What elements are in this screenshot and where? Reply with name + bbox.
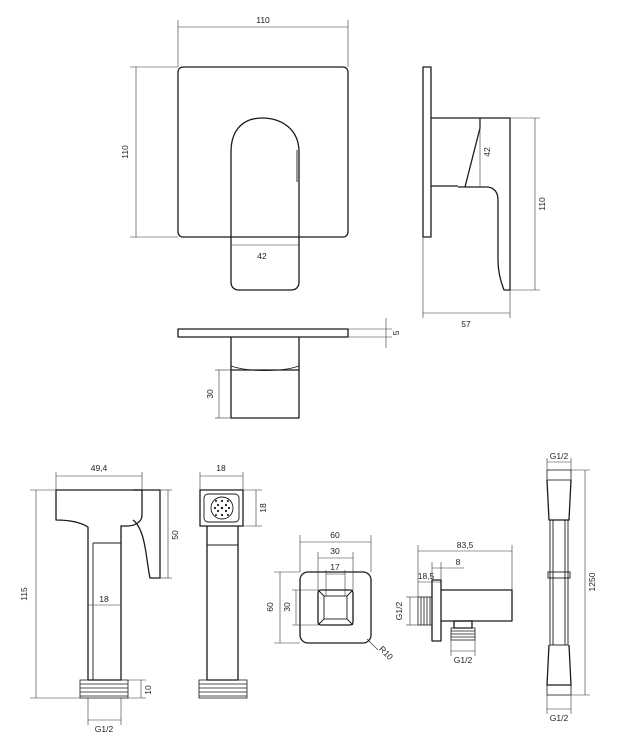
outlet-side-view: 83,5 8 18,5 G1/2 G1/2 xyxy=(394,540,513,665)
dim-spray-handle-width: 18 xyxy=(99,594,109,604)
dim-mixer-side-height: 110 xyxy=(537,197,547,211)
dim-outlet-front-inner-height: 30 xyxy=(282,602,292,612)
hose-view: G1/2 1250 G1/2 xyxy=(546,451,597,723)
dim-spray-head-height: 50 xyxy=(170,530,180,540)
outlet-front-view: 60 30 17 60 30 R10 xyxy=(265,530,395,662)
spray-side-view: 18 18 xyxy=(198,463,268,699)
dim-hose-length: 1250 xyxy=(587,572,597,591)
dim-spray-thread: G1/2 xyxy=(95,724,114,734)
dim-mixer-side-lever: 42 xyxy=(482,147,492,157)
dim-outlet-side-thread-in: G1/2 xyxy=(394,602,404,621)
spray-front-view: 49,4 50 115 18 10 G1/2 xyxy=(19,463,180,734)
mixer-side-view: 42 110 57 xyxy=(422,66,547,329)
mixer-front-view: 110 110 42 xyxy=(120,15,349,291)
dim-outlet-front-inner: 30 xyxy=(330,546,340,556)
dim-spray-thread-height: 10 xyxy=(143,685,153,695)
dim-outlet-front-port: 17 xyxy=(330,562,340,572)
dim-spray-side-head: 18 xyxy=(258,503,268,513)
dim-outlet-side-body: 18,5 xyxy=(418,571,435,581)
dim-mixer-top-plate: 5 xyxy=(391,330,401,335)
dim-mixer-front-height: 110 xyxy=(120,145,130,159)
dim-mixer-side-depth: 57 xyxy=(461,319,471,329)
dim-outlet-side-depth: 83,5 xyxy=(457,540,474,550)
dim-mixer-top-body: 30 xyxy=(205,389,215,399)
mixer-top-view: 5 30 xyxy=(177,318,401,419)
dim-outlet-side-thread-out: G1/2 xyxy=(454,655,473,665)
dim-mixer-lever-width: 42 xyxy=(257,251,267,261)
dim-outlet-radius: R10 xyxy=(377,644,395,662)
dim-spray-width: 49,4 xyxy=(91,463,108,473)
dim-spray-side-width: 18 xyxy=(216,463,226,473)
dim-outlet-side-offset: 8 xyxy=(456,557,461,567)
dim-outlet-front-height: 60 xyxy=(265,602,275,612)
dim-mixer-front-width: 110 xyxy=(256,15,270,25)
dim-hose-thread-bottom: G1/2 xyxy=(550,713,569,723)
spray-nozzle-icon xyxy=(210,496,234,520)
dim-hose-thread-top: G1/2 xyxy=(550,451,569,461)
dim-spray-total-height: 115 xyxy=(19,587,29,601)
dim-outlet-front-plate: 60 xyxy=(330,530,340,540)
